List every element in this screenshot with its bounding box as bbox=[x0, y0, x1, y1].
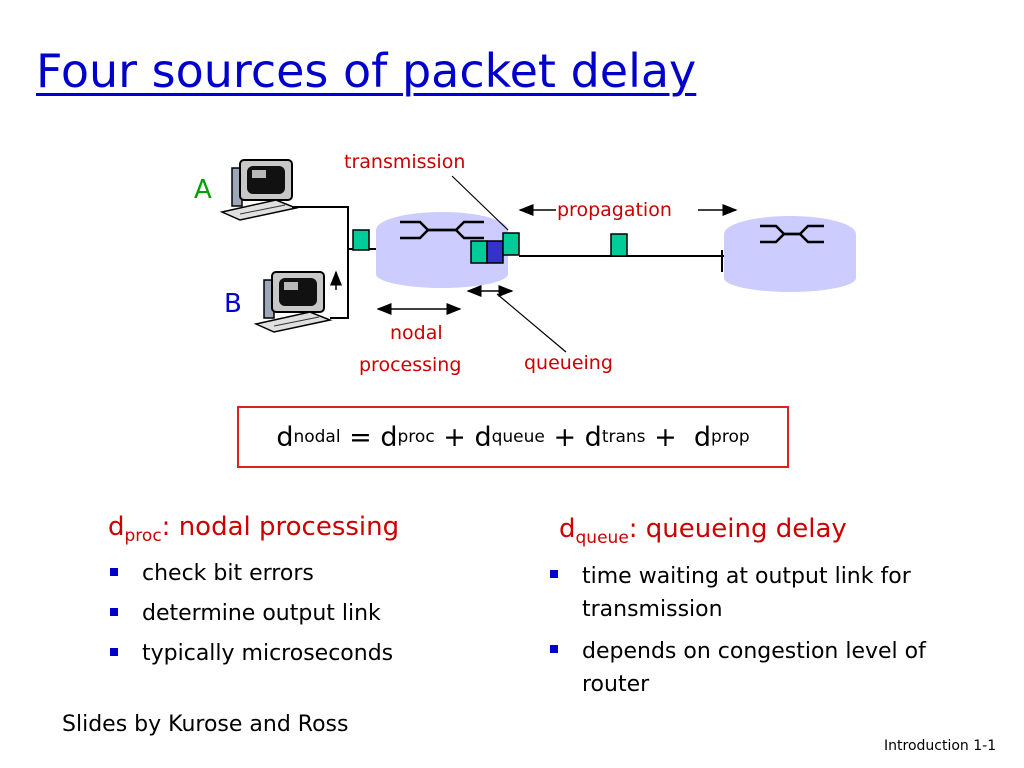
slide-title: Four sources of packet delay bbox=[36, 44, 697, 98]
host-b-label: B bbox=[224, 289, 242, 319]
dqueue-heading: dqueue: queueing delay bbox=[559, 514, 847, 548]
nodal-label: nodal bbox=[390, 322, 443, 344]
list-item: typically microseconds bbox=[104, 638, 504, 669]
queued-packet-2 bbox=[486, 240, 504, 264]
queued-packet-1 bbox=[470, 240, 488, 264]
propagation-label: propagation bbox=[557, 199, 672, 221]
computer-a-icon bbox=[219, 159, 299, 221]
list-item: check bit errors bbox=[104, 558, 504, 589]
propagating-packet bbox=[610, 233, 628, 257]
list-item: depends on congestion level of router bbox=[544, 635, 974, 701]
dqueue-list: time waiting at output link for transmis… bbox=[544, 560, 974, 710]
list-item: time waiting at output link for transmis… bbox=[544, 560, 974, 626]
host-a-label: A bbox=[194, 175, 212, 205]
router-1-icon bbox=[376, 212, 508, 288]
slide-footer: Introduction 1-1 bbox=[884, 738, 997, 754]
dproc-heading: dproc: nodal processing bbox=[108, 512, 400, 546]
transmitting-packet bbox=[502, 232, 520, 256]
credit-text: Slides by Kurose and Ross bbox=[62, 712, 349, 737]
transmission-label: transmission bbox=[344, 151, 466, 173]
network-diagram bbox=[219, 159, 856, 353]
processing-label: processing bbox=[359, 354, 462, 376]
list-item: determine output link bbox=[104, 598, 504, 629]
dproc-list: check bit errors determine output link t… bbox=[104, 558, 504, 678]
transmission-pointer bbox=[451, 175, 509, 231]
queueing-label: queueing bbox=[524, 352, 613, 374]
router-2-icon bbox=[724, 216, 856, 292]
packet-incoming bbox=[352, 229, 370, 251]
queueing-pointer bbox=[496, 293, 567, 353]
computer-b-icon bbox=[253, 271, 333, 333]
